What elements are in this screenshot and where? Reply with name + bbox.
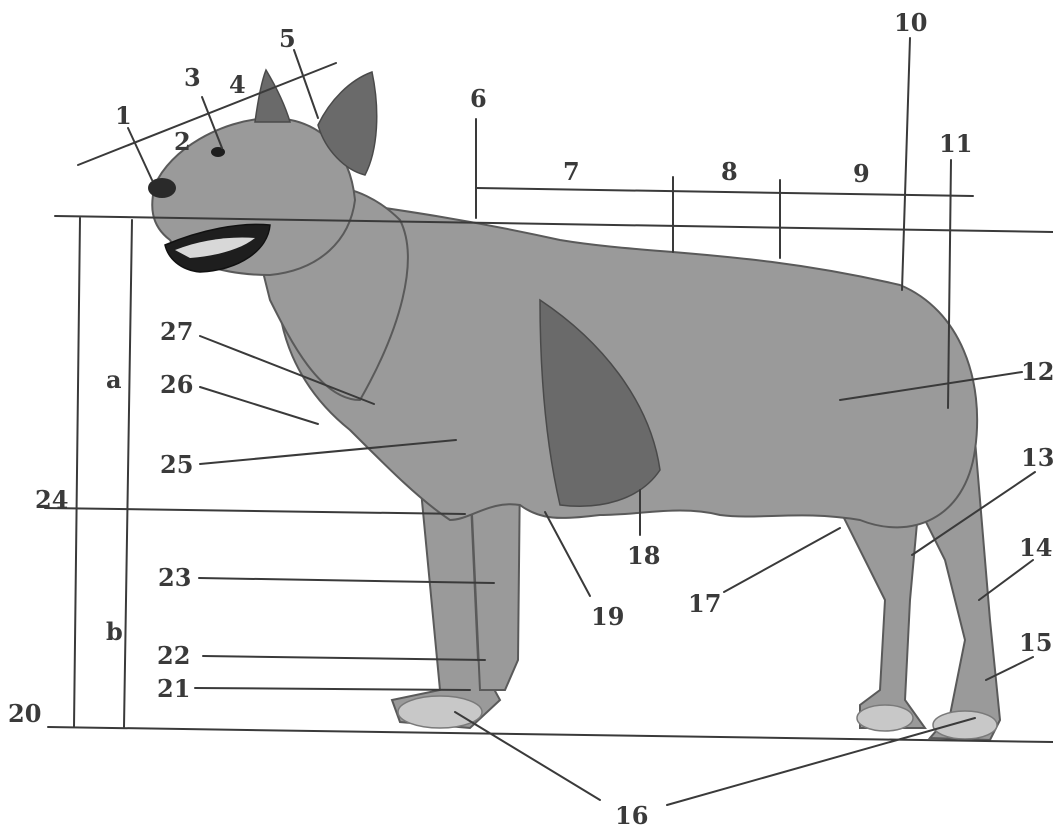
label-17: 17 xyxy=(688,589,721,618)
ground-line xyxy=(48,727,1053,742)
left-ear xyxy=(255,70,290,122)
back-segment-line xyxy=(476,188,973,196)
label-21: 21 xyxy=(157,674,190,703)
label-26: 26 xyxy=(160,370,193,399)
label-25: 25 xyxy=(160,450,193,479)
label-13: 13 xyxy=(1021,443,1053,472)
label-9: 9 xyxy=(853,159,870,188)
label-16: 16 xyxy=(615,801,648,829)
label-6: 6 xyxy=(470,84,487,113)
eye xyxy=(211,147,225,157)
label-5: 5 xyxy=(279,24,296,53)
height-line-ab xyxy=(124,220,132,727)
label-22: 22 xyxy=(157,641,190,670)
label-10: 10 xyxy=(894,8,927,37)
leader-5 xyxy=(294,50,318,118)
elbow-line xyxy=(45,508,465,514)
label-18: 18 xyxy=(627,541,660,570)
nose xyxy=(148,178,176,198)
label-24: 24 xyxy=(35,485,68,514)
label-2: 2 xyxy=(174,127,191,156)
label-11: 11 xyxy=(939,129,972,158)
hind-paw-right xyxy=(933,711,997,739)
hind-paw-left xyxy=(857,705,913,731)
leader-21 xyxy=(195,688,470,690)
label-27: 27 xyxy=(160,317,193,346)
label-1: 1 xyxy=(115,101,132,130)
height-line-20 xyxy=(74,218,80,727)
front-paw xyxy=(398,696,482,728)
leader-1 xyxy=(128,128,152,180)
leader-16b xyxy=(667,718,975,805)
label-14: 14 xyxy=(1019,533,1052,562)
leader-10 xyxy=(902,38,910,290)
label-19: 19 xyxy=(591,602,624,631)
leader-19 xyxy=(545,512,590,596)
label-15: 15 xyxy=(1019,628,1052,657)
label-20: 20 xyxy=(8,699,41,728)
label-3: 3 xyxy=(184,63,201,92)
label-a: a xyxy=(106,365,122,394)
label-23: 23 xyxy=(158,563,191,592)
leader-17 xyxy=(724,528,840,592)
label-7: 7 xyxy=(563,157,580,186)
label-12: 12 xyxy=(1021,357,1053,386)
leader-26 xyxy=(200,387,318,424)
label-4: 4 xyxy=(229,70,246,99)
leader-16a xyxy=(455,712,600,800)
label-b: b xyxy=(106,617,123,646)
label-8: 8 xyxy=(721,157,738,186)
